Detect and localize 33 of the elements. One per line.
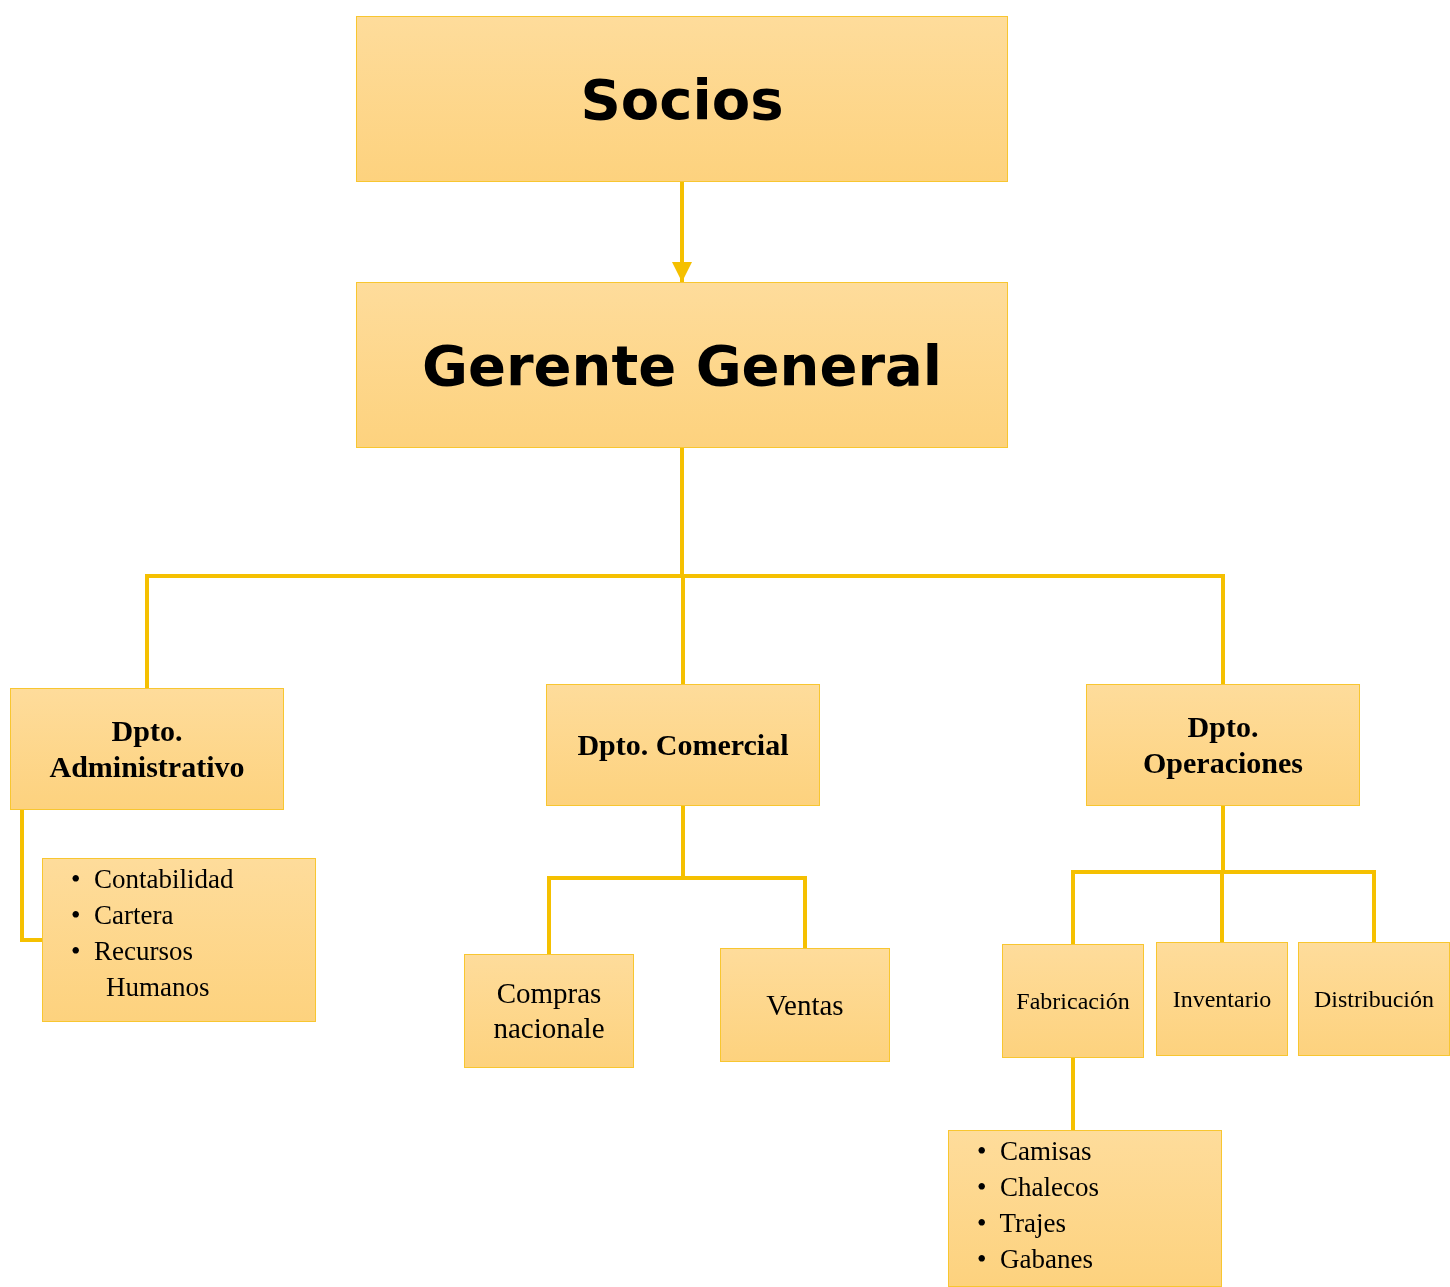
org-box xyxy=(546,684,820,806)
org-box xyxy=(1002,944,1144,1058)
box-label: Gerente General xyxy=(420,332,944,398)
box-label: Socios xyxy=(579,66,785,132)
connector-line xyxy=(681,806,807,948)
list-item: • Gabanes xyxy=(977,1243,1094,1276)
list-item: • Recursos Humanos xyxy=(71,935,211,1004)
list-item: • Trajes xyxy=(977,1207,1067,1240)
list-item: • Chalecos xyxy=(977,1171,1100,1204)
box-label: Inventario xyxy=(1171,985,1273,1013)
box-label: Compras nacionale xyxy=(492,976,606,1046)
org-box xyxy=(1156,942,1288,1056)
org-box xyxy=(10,688,284,810)
list-item: • Cartera xyxy=(71,899,175,932)
box-label: Dpto. Administrativo xyxy=(48,713,246,785)
connector-line xyxy=(20,810,42,942)
org-box xyxy=(1298,942,1450,1056)
org-box xyxy=(356,16,1008,182)
box-label: Fabricación xyxy=(1015,987,1131,1015)
box-label: Dpto. Operaciones xyxy=(1142,709,1304,781)
connector-line xyxy=(1071,1058,1075,1130)
box-label: Distribución xyxy=(1313,985,1435,1013)
list-box xyxy=(948,1130,1222,1287)
list-item: • Camisas xyxy=(977,1135,1093,1168)
org-box xyxy=(464,954,634,1068)
org-box xyxy=(356,282,1008,448)
org-box xyxy=(1086,684,1360,806)
org-box xyxy=(720,948,890,1062)
list-box xyxy=(42,858,316,1022)
box-label: Ventas xyxy=(765,987,845,1023)
list-item: • Contabilidad xyxy=(71,863,235,896)
box-label: Dpto. Comercial xyxy=(576,727,790,763)
arrow xyxy=(672,182,692,282)
